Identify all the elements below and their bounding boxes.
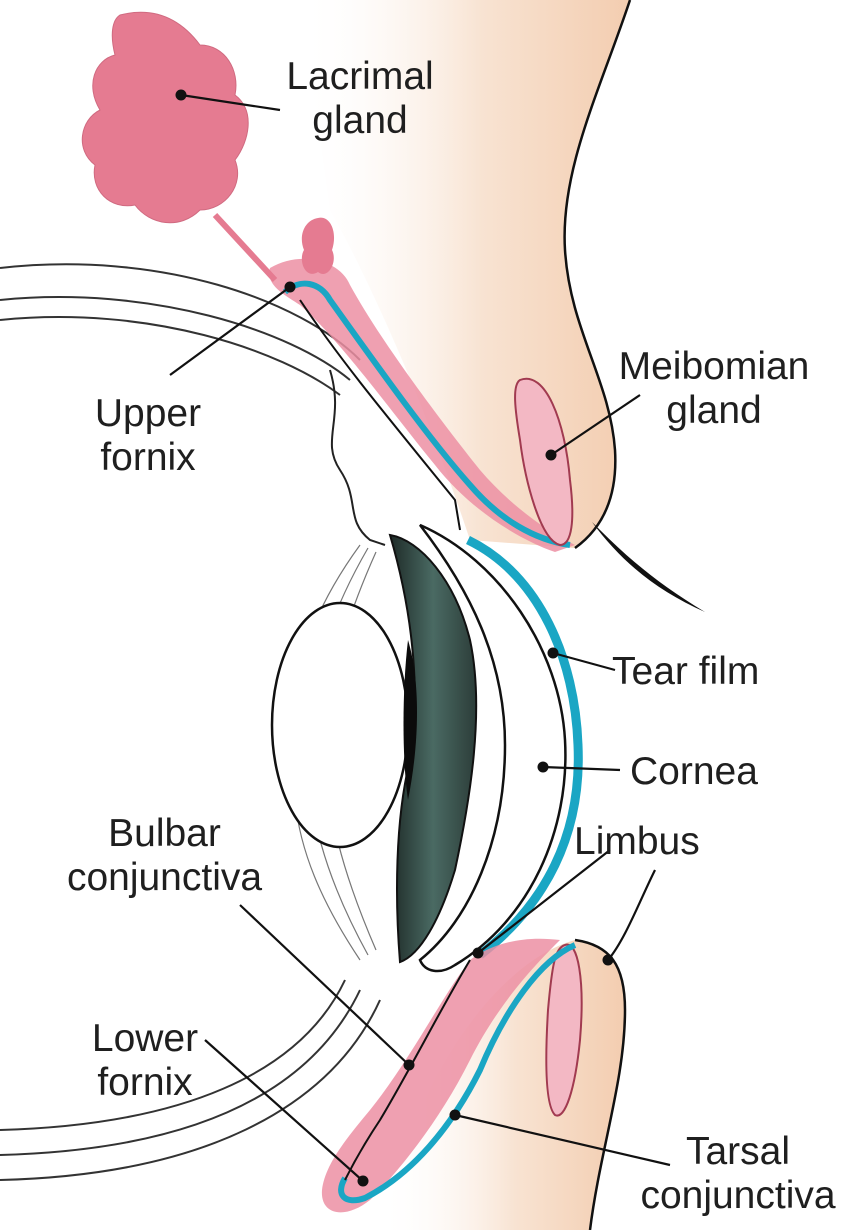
- label-bulbar-conjunctiva: Bulbar conjunctiva: [52, 812, 277, 900]
- label-lacrimal-gland-line1: Lacrimal: [275, 55, 445, 99]
- label-limbus: Limbus: [574, 820, 700, 864]
- lacrimal-duct: [215, 215, 275, 280]
- label-cornea: Cornea: [630, 750, 758, 794]
- lacrimal-gland: [82, 12, 248, 222]
- ciliary-body: [330, 370, 385, 545]
- label-lower-fornix-line2: fornix: [80, 1061, 210, 1105]
- label-meibomian-gland-line1: Meibomian: [604, 345, 824, 389]
- label-upper-fornix: Upper fornix: [78, 392, 218, 480]
- label-tarsal-conjunctiva-line2: conjunctiva: [628, 1174, 848, 1218]
- lens: [272, 603, 408, 847]
- label-lacrimal-gland: Lacrimal gland: [275, 55, 445, 143]
- globe-outline-2: [0, 297, 350, 380]
- label-upper-fornix-line1: Upper: [78, 392, 218, 436]
- eyelashes-upper: [592, 522, 705, 612]
- label-tarsal-conjunctiva: Tarsal conjunctiva: [628, 1130, 848, 1218]
- label-meibomian-gland: Meibomian gland: [604, 345, 824, 433]
- label-bulbar-conjunctiva-line1: Bulbar: [52, 812, 277, 856]
- label-upper-fornix-line2: fornix: [78, 436, 218, 480]
- label-lower-fornix: Lower fornix: [80, 1017, 210, 1105]
- label-bulbar-conjunctiva-line2: conjunctiva: [52, 856, 277, 900]
- label-meibomian-gland-line2: gland: [604, 389, 824, 433]
- accessory-gland: [302, 218, 334, 274]
- label-tear-film: Tear film: [612, 650, 759, 694]
- label-lower-fornix-line1: Lower: [80, 1017, 210, 1061]
- label-lacrimal-gland-line2: gland: [275, 99, 445, 143]
- label-tarsal-conjunctiva-line1: Tarsal: [628, 1130, 848, 1174]
- globe-outline-3: [0, 317, 340, 395]
